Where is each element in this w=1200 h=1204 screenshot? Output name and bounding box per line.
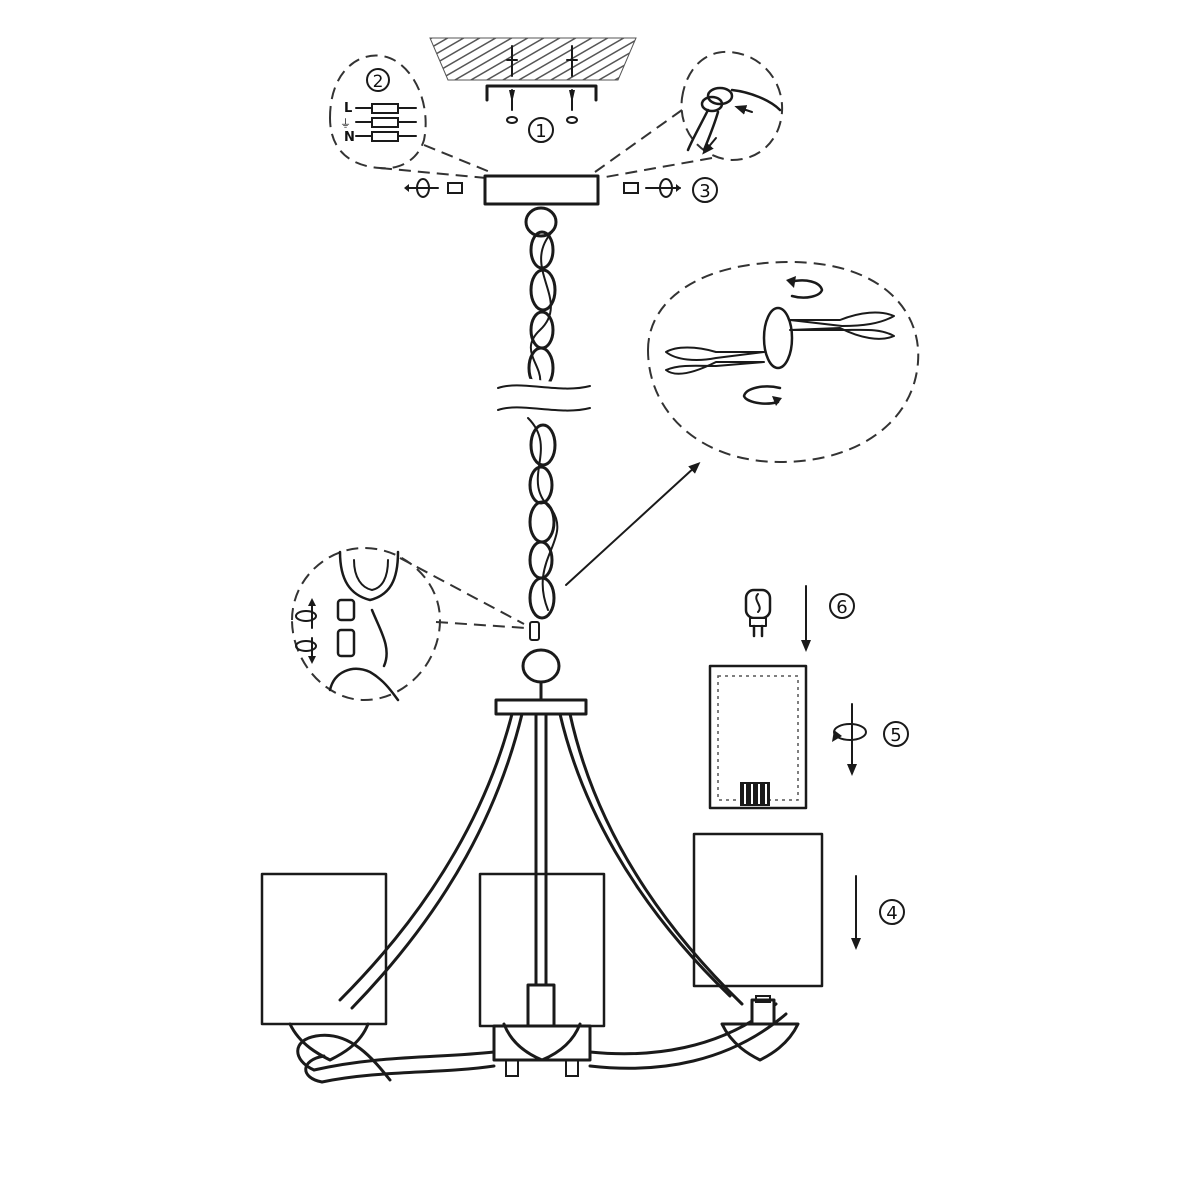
rotate-arrow-icon [404,178,439,198]
svg-text:6: 6 [836,597,847,618]
shade-thread [740,782,770,806]
screw-icon [566,45,578,124]
screw-icon [506,45,518,124]
pliers-icon [665,306,895,375]
step-1-badge: 1 [528,117,554,143]
step-6-bulb: 6 [744,585,855,652]
step-4-badge: 4 [879,899,905,925]
chain-connector [529,621,540,641]
svg-text:4: 4 [886,903,897,924]
chain [497,206,592,702]
step-2-badge: 2 [366,68,390,92]
step-5-shade: 5 [708,664,909,810]
terminal-label-earth: ⏚ [340,117,351,130]
svg-text:3: 3 [699,181,710,202]
pliers-detail [565,260,920,586]
wiring-detail: 2 L ⏚ N [328,54,491,179]
canopy: 3 [404,174,718,206]
rotate-arrow-icon [645,178,681,198]
bulb-icon [744,588,772,638]
rotate-arrow-icon [832,703,867,776]
rotate-arrow-icon [786,276,824,299]
step-4-shade: 4 [692,832,905,988]
step-3-badge: 3 [692,177,718,203]
hook-detail [594,50,784,179]
svg-text:1: 1 [535,121,546,142]
link-detail [290,546,527,702]
rotate-arrow-icon [295,637,317,664]
terminal-label-live: L [344,101,352,116]
rotate-arrow-icon [742,385,782,406]
terminal-label-neutral: N [344,130,355,145]
chandelier-body [260,698,800,1084]
terminal-block [355,103,417,142]
step-5-badge: 5 [883,721,909,747]
ceiling [429,37,637,124]
step-6-badge: 6 [829,593,855,619]
svg-text:2: 2 [373,72,384,92]
svg-text:5: 5 [890,725,901,746]
rotate-arrow-icon [295,598,317,629]
